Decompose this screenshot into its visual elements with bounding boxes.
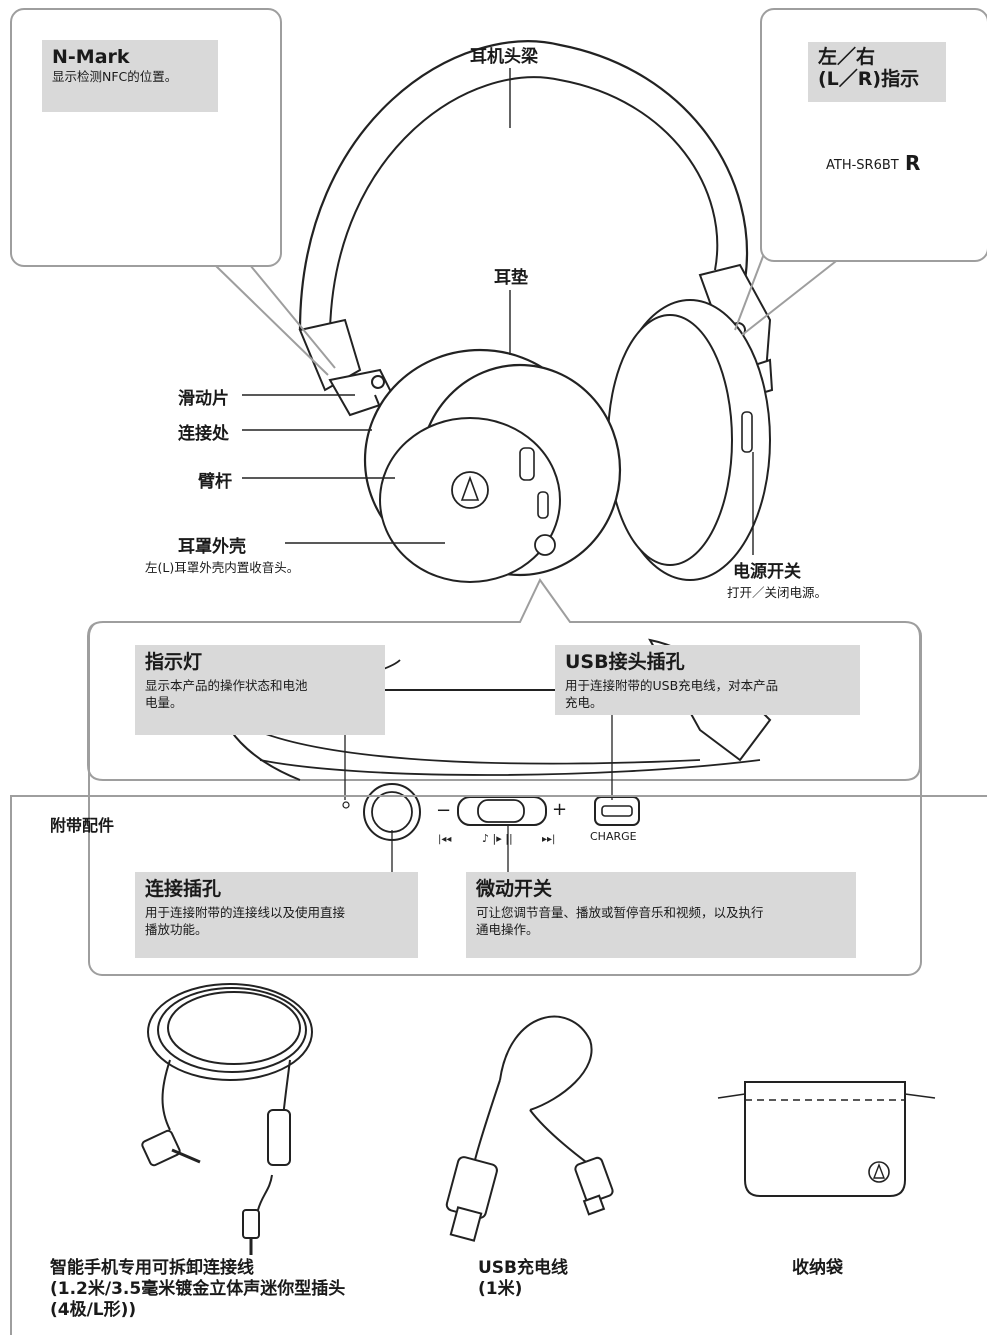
usb-port-desc-2: 充电。 — [565, 695, 603, 710]
housing-label: 耳罩外壳 — [178, 537, 246, 557]
accessories-heading: 附带配件 — [50, 816, 115, 835]
slider-label: 滑动片 — [178, 389, 229, 409]
detail-callout-frame — [88, 622, 922, 976]
indicator-title: 指示灯 — [145, 651, 203, 673]
usb-port-desc-1: 用于连接附带的USB充电线，对本产品 — [565, 678, 779, 693]
earpad-label: 耳垫 — [494, 268, 528, 288]
connection-jack-label: 连接插孔 用于连接附带的连接线以及使用直接 播放功能。 — [135, 872, 418, 958]
lr-label: 左／右 (L／R)指示 — [808, 42, 946, 102]
svg-text:|◂◂: |◂◂ — [438, 834, 451, 845]
control-switch-desc-2: 通电操作。 — [476, 922, 539, 937]
headband — [298, 40, 749, 331]
usb-port-title: USB接头插孔 — [565, 651, 685, 673]
headband-label: 耳机头梁 — [470, 47, 538, 67]
cable-name-1: 智能手机专用可拆卸连接线 — [50, 1258, 254, 1278]
arm-label: 臂杆 — [198, 472, 232, 492]
lr-title-line2: (L／R)指示 — [818, 68, 920, 90]
nfc-label: N-Mark 显示检测NFC的位置。 — [42, 40, 218, 112]
indicator-desc-2: 电量。 — [145, 695, 183, 710]
pouch-name: 收纳袋 — [792, 1258, 843, 1278]
nfc-desc: 显示检测NFC的位置。 — [52, 69, 178, 84]
charge-text: CHARGE — [590, 830, 637, 843]
usb-port-label: USB接头插孔 用于连接附带的USB充电线，对本产品 充电。 — [555, 645, 860, 715]
connection-jack-title: 连接插孔 — [145, 878, 222, 900]
lr-title-line1: 左／右 — [818, 46, 876, 68]
control-switch-title: 微动开关 — [476, 878, 553, 900]
control-switch-desc-1: 可让您调节音量、播放或暂停音乐和视频，以及执行 — [476, 905, 764, 920]
model-text: ATH-SR6BT — [826, 158, 899, 173]
r-indicator: R — [905, 151, 921, 175]
control-switch-label: 微动开关 可让您调节音量、播放或暂停音乐和视频，以及执行 通电操作。 — [466, 872, 856, 958]
joint-label: 连接处 — [178, 424, 229, 444]
cable-name-2: (1.2米/3.5毫米镀金立体声迷你型插头 — [50, 1279, 346, 1299]
housing-desc: 左(L)耳罩外壳内置收音头。 — [145, 560, 300, 575]
power-switch-desc: 打开／关闭电源。 — [727, 585, 828, 600]
power-switch-label: 电源开关 — [733, 562, 801, 582]
connection-jack-desc-2: 播放功能。 — [145, 922, 208, 937]
indicator-label: 指示灯 显示本产品的操作状态和电池 电量。 — [135, 645, 385, 735]
connection-jack-desc-1: 用于连接附带的连接线以及使用直接 — [145, 905, 346, 920]
svg-text:▸▸|: ▸▸| — [542, 834, 555, 845]
accessories-box — [10, 795, 987, 1335]
usb-cable-name-1: USB充电线 — [478, 1258, 569, 1278]
minus-sign: − — [436, 800, 452, 821]
nfc-title: N-Mark — [52, 46, 130, 68]
cable-name-3: (4极/L形)) — [50, 1300, 137, 1320]
plus-sign: + — [552, 799, 568, 820]
indicator-desc-1: 显示本产品的操作状态和电池 — [145, 678, 308, 693]
usb-cable-name-2: (1米) — [478, 1279, 523, 1299]
svg-text:♪ |▸ ||: ♪ |▸ || — [482, 832, 513, 845]
